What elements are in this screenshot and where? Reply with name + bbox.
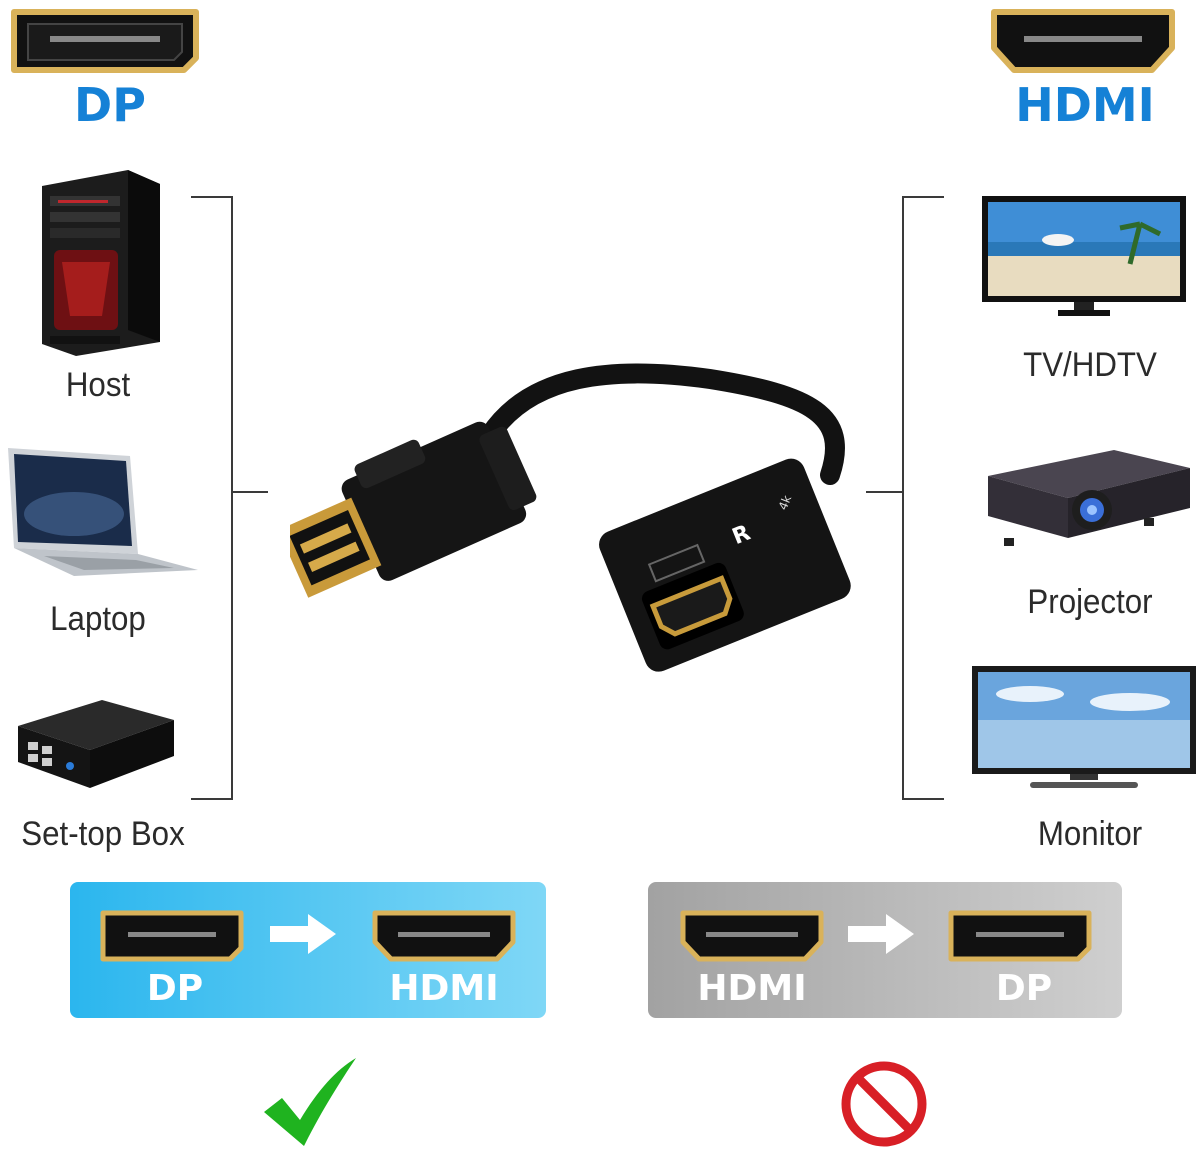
adapter-4k-marking: 4k [776, 493, 794, 512]
unsupported-direction-panel: HDMI DP [648, 882, 1122, 1018]
dp-port-icon-top-left [8, 6, 202, 76]
projector-icon [984, 446, 1194, 550]
right-bracket [902, 196, 944, 800]
unsupported-to-label: DP [995, 968, 1053, 1009]
left-bracket [191, 196, 233, 800]
arrow-right-icon [846, 912, 916, 956]
display-label-tv-hdtv: TV/HDTV [1023, 346, 1157, 384]
monitor-icon [970, 664, 1198, 792]
display-label-projector: Projector [1027, 583, 1153, 621]
tv-icon [980, 194, 1188, 320]
display-label-monitor: Monitor [1037, 815, 1143, 853]
source-label-set-top-box: Set-top Box [21, 815, 185, 853]
hdmi-port-icon [678, 908, 826, 964]
dp-port-icon [946, 908, 1094, 964]
supported-from-label: DP [146, 968, 204, 1009]
supported-to-label: HDMI [389, 968, 499, 1009]
hdmi-port-icon-top-right [988, 6, 1178, 76]
left-bracket-tick [232, 491, 268, 493]
dp-port-icon [98, 908, 246, 964]
set-top-box-icon [14, 696, 178, 792]
arrow-right-icon [268, 912, 338, 956]
hdmi-port-icon [370, 908, 518, 964]
desktop-tower-icon [38, 166, 162, 358]
unsupported-from-label: HDMI [697, 968, 807, 1009]
dp-header-label: DP [74, 78, 146, 132]
checkmark-icon [260, 1054, 360, 1150]
hdmi-header-label: HDMI [1015, 78, 1155, 132]
source-label-host: Host [65, 366, 131, 404]
source-label-laptop: Laptop [50, 600, 146, 638]
prohibited-icon [836, 1058, 932, 1150]
supported-direction-panel: DP HDMI [70, 882, 546, 1018]
dp-to-hdmi-adapter-image: R 4k [290, 355, 870, 685]
laptop-icon [4, 444, 200, 584]
right-bracket-tick [866, 491, 902, 493]
